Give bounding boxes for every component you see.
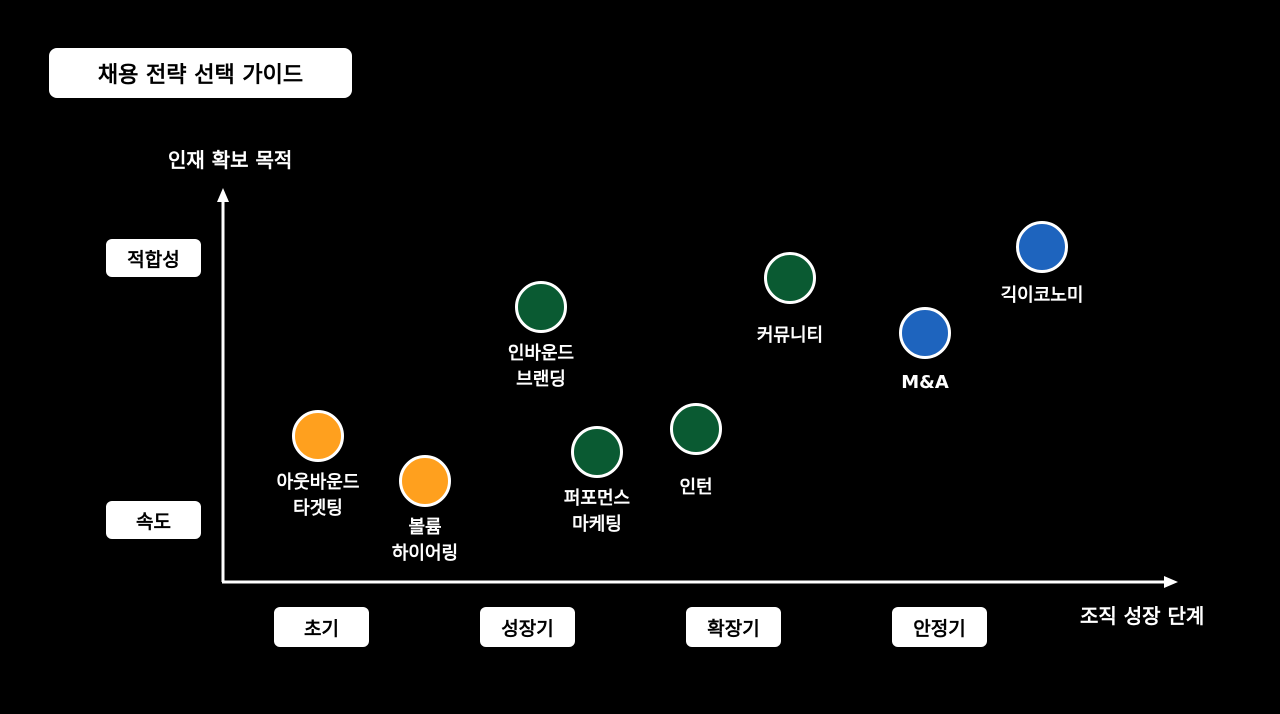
node-label-outbound-targeting: 아웃바운드 타겟팅 [276,472,360,519]
node-label-gig-economy: 긱이코노미 [1000,285,1084,306]
node-label-volume-hiring: 볼륨 하이어링 [391,517,459,564]
node-circle-performance-marketing [571,426,623,478]
y-axis-title: 인재 확보 목적 [168,148,293,172]
x-stage-early: 초기 [274,607,369,647]
x-axis-arrowhead [1164,576,1178,588]
node-circle-m-and-a [899,307,951,359]
node-label-inbound-branding: 인바운드 브랜딩 [507,343,575,390]
x-stage-stable: 안정기 [892,607,987,647]
x-stage-expansion: 확장기 [686,607,781,647]
page-title: 채용 전략 선택 가이드 [49,48,352,98]
node-label-m-and-a: M&A [901,372,949,393]
node-label-performance-marketing: 퍼포먼스 마케팅 [563,488,631,535]
node-circle-outbound-targeting [292,410,344,462]
node-circle-gig-economy [1016,221,1068,273]
y-axis-label-speed: 속도 [106,501,201,539]
node-label-intern: 인턴 [679,477,713,498]
x-stage-growth: 성장기 [480,607,575,647]
y-axis-arrowhead [217,188,229,202]
y-axis-label-fit: 적합성 [106,239,201,277]
node-label-community: 커뮤니티 [756,325,824,346]
x-axis-title: 조직 성장 단계 [1080,604,1205,628]
node-circle-intern [670,403,722,455]
node-circle-inbound-branding [515,281,567,333]
node-circle-volume-hiring [399,455,451,507]
node-circle-community [764,252,816,304]
